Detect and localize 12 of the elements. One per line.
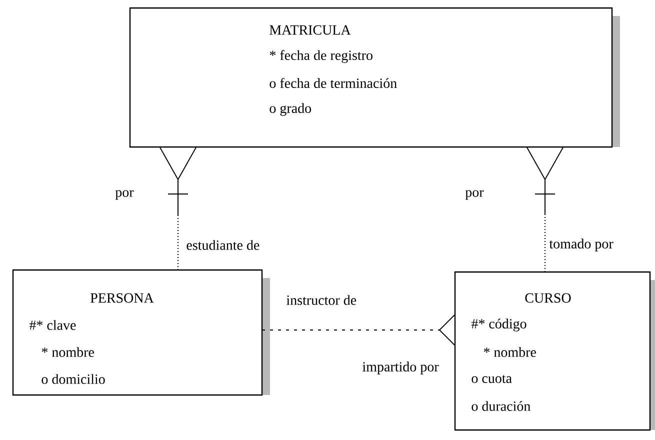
relationship-label: instructor de — [286, 295, 356, 305]
relationship-label: impartido por — [362, 362, 439, 374]
relationship-label: por — [465, 190, 484, 200]
relationship-line — [526, 147, 564, 272]
entity-box: CURSO #* código * nombre o cuota o duración — [454, 271, 655, 431]
entity-box: PERSONA #* clave * nombre o domicilio — [12, 269, 270, 396]
relationship-line — [160, 147, 196, 270]
relationship-label: por — [115, 190, 134, 200]
entity-box: MATRICULA * fecha de registro o fecha de terminación o grado — [129, 7, 620, 148]
relationship-line — [262, 314, 455, 346]
relationship-label: estudiante de — [186, 240, 260, 250]
relationship-label: tomado por — [549, 238, 614, 252]
